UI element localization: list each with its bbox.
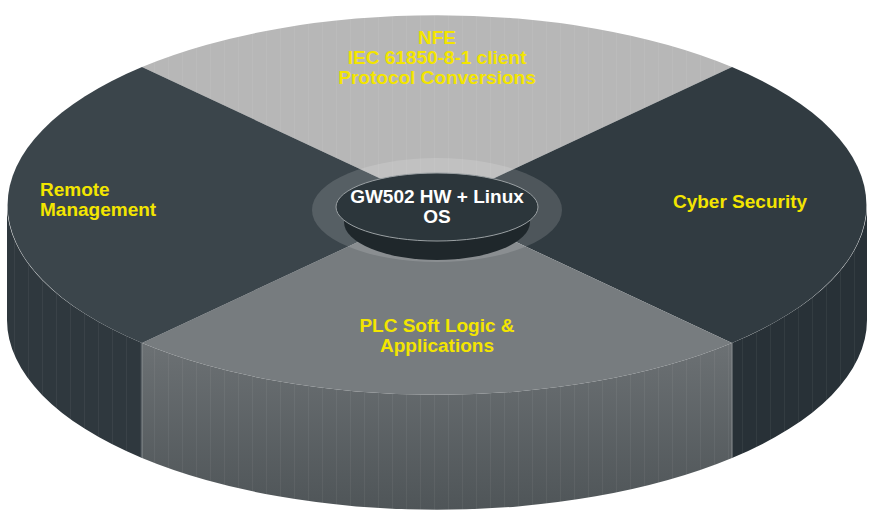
sector-node: NFEIEC 61850-8-1 client Protocol Convers…	[317, 28, 557, 88]
hub-node: GW502 HW + Linux OS	[335, 172, 539, 242]
sector-body: IEC 61850-8-1 client Protocol Conversion…	[317, 48, 557, 88]
sector-label: PLC Soft Logic & Applications	[332, 316, 542, 356]
sector-label: Cyber Security	[645, 192, 835, 212]
hub-shape	[336, 173, 538, 241]
sector-node: Remote Management	[40, 180, 210, 220]
hub-surround	[312, 158, 562, 262]
hub-label: GW502 HW + Linux OS	[335, 187, 539, 227]
sector-node: Cyber Security	[645, 192, 835, 212]
side-divider	[732, 343, 733, 458]
side-divider	[142, 343, 143, 458]
sector-label: Remote Management	[40, 180, 210, 220]
sector-heading: NFE	[317, 28, 557, 48]
sector-node: PLC Soft Logic & Applications	[332, 316, 542, 356]
